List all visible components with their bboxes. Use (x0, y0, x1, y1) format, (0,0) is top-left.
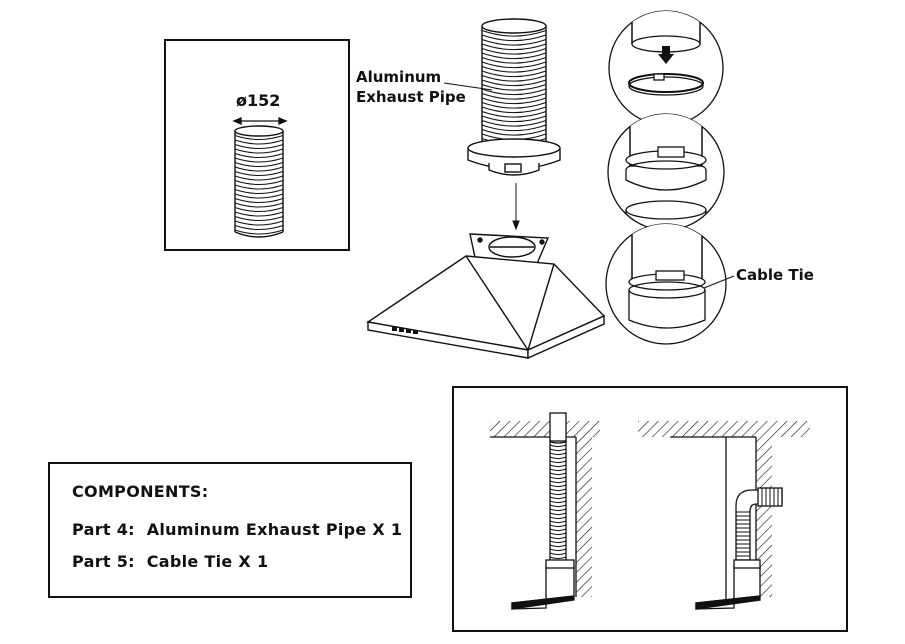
cable-tie-label: Cable Tie (736, 266, 814, 284)
exhaust-pipe-label-line1: Aluminum (356, 68, 442, 86)
down-arrow (512, 183, 520, 231)
aluminum-exhaust-pipe (481, 18, 547, 158)
small-pipe (234, 125, 284, 238)
elbow-installation (638, 421, 810, 610)
components-title: COMPONENTS: (72, 482, 209, 501)
part-4-label: Part 4: (72, 520, 135, 539)
exhaust-pipe-label: Aluminum Exhaust Pipe (356, 67, 466, 107)
straight-duct (549, 438, 567, 565)
part-4-name: Aluminum Exhaust Pipe X 1 (146, 520, 403, 539)
components-box: COMPONENTS: Part 4: Aluminum Exhaust Pip… (48, 462, 412, 598)
component-part-5: Part 5: Cable Tie X 1 (72, 552, 268, 571)
exhaust-pipe-label-line2: Exhaust Pipe (356, 88, 466, 106)
range-hood (366, 233, 606, 360)
exhaust-pipe-leader (443, 82, 493, 91)
dimension-arrow (232, 117, 288, 125)
diameter-label: ø152 (236, 91, 281, 110)
step-3-circle (605, 223, 727, 345)
straight-installation (490, 412, 600, 610)
pipe-collar (467, 138, 561, 176)
component-part-4: Part 4: Aluminum Exhaust Pipe X 1 (72, 520, 402, 539)
step-1-circle (608, 10, 724, 126)
part-5-label: Part 5: (72, 552, 135, 571)
cable-tie-leader (703, 275, 735, 289)
part-5-name: Cable Tie X 1 (146, 552, 269, 571)
